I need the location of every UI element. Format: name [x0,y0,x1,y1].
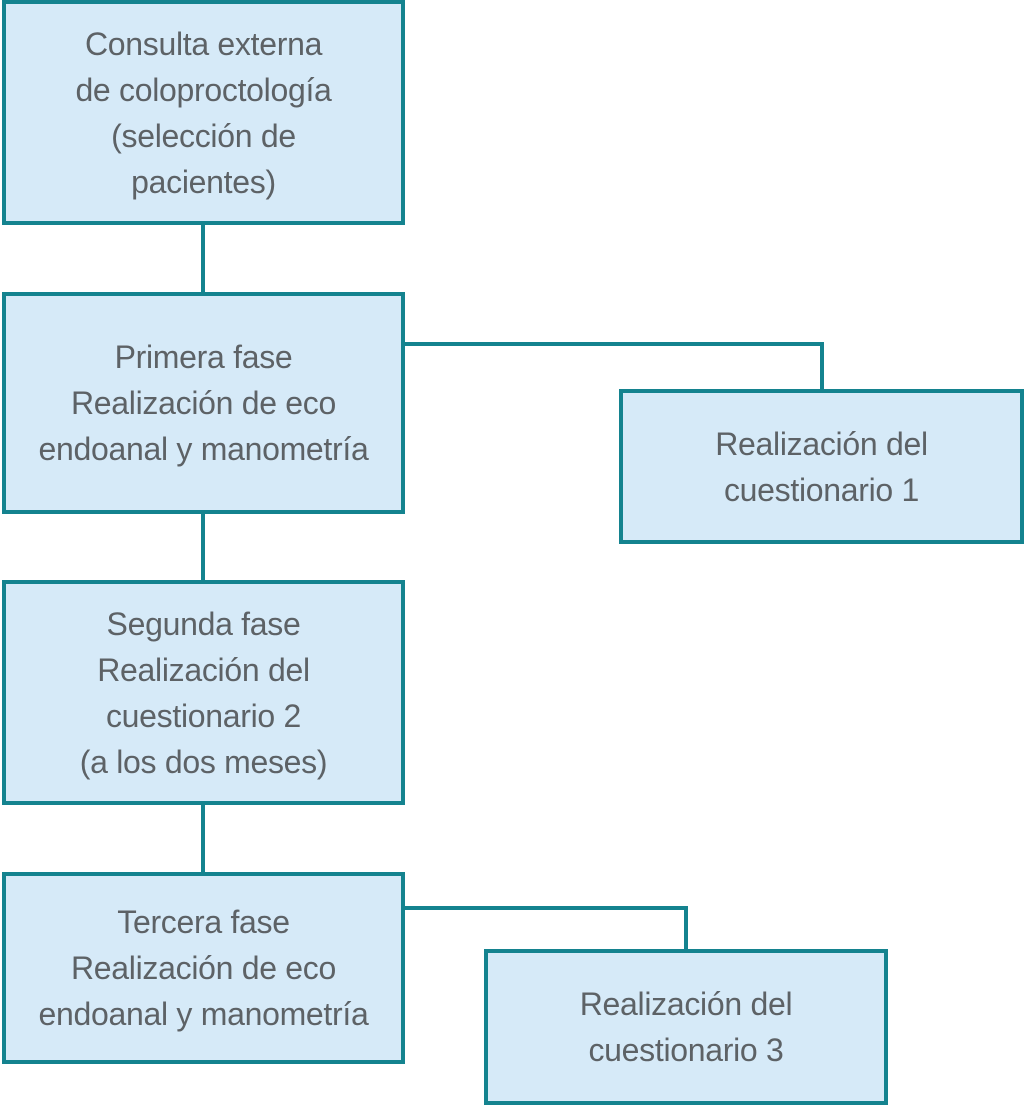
node-cuestionario-3-label: Realización del cuestionario 3 [579,986,793,1068]
node-consulta-externa-label: Consulta externa de coloproctología (sel… [75,25,332,200]
node-primera-fase: Primera fase Realización de eco endoanal… [2,292,405,514]
node-cuestionario-3: Realización del cuestionario 3 [484,949,888,1105]
connector-fase3-cuestionario3 [403,906,688,949]
node-segunda-fase: Segunda fase Realización del cuestionari… [2,580,405,805]
node-tercera-fase: Tercera fase Realización de eco endoanal… [2,872,405,1064]
node-cuestionario-1-label: Realización del cuestionario 1 [715,425,928,508]
node-segunda-fase-label: Segunda fase Realización del cuestionari… [79,605,328,780]
node-consulta-externa: Consulta externa de coloproctología (sel… [2,0,405,225]
node-primera-fase-label: Primera fase Realización de eco endoanal… [38,339,369,467]
connector-fase1-cuestionario1 [403,342,824,389]
node-tercera-fase-label: Tercera fase Realización de eco endoanal… [38,904,369,1032]
node-cuestionario-1: Realización del cuestionario 1 [619,389,1024,544]
